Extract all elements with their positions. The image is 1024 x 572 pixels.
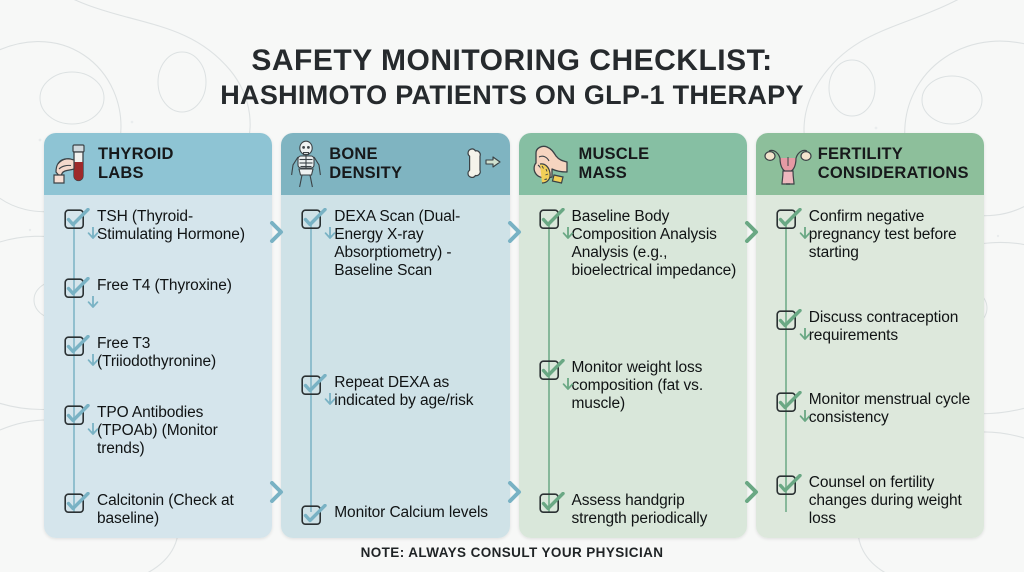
checklist-item-label: TPO Antibodies (TPOAb) (Monitor trends) xyxy=(97,404,218,458)
page-title: SAFETY MONITORING CHECKLIST: HASHIMOTO P… xyxy=(0,44,1024,113)
checkbox-checked-icon[interactable] xyxy=(64,207,99,239)
checklist-item-label: Monitor menstrual cycle consistency xyxy=(808,391,971,427)
column-link-chevron-icon xyxy=(744,221,760,243)
bone-with-arrow-icon xyxy=(460,142,502,186)
checklist-item[interactable]: Assess handgrip strength periodically xyxy=(527,491,739,528)
checklist-item[interactable]: TPO Antibodies (TPOAb) (Monitor trends) xyxy=(52,403,264,458)
checkbox-checked-icon[interactable] xyxy=(776,308,811,340)
checklist-item-label: Free T4 (Thyroxine) xyxy=(97,277,232,295)
checkbox-checked-icon[interactable] xyxy=(301,373,336,406)
checkbox-checked-icon[interactable] xyxy=(776,207,811,239)
title-line-1: SAFETY MONITORING CHECKLIST: xyxy=(251,44,773,77)
column-title-line-1: BONE xyxy=(329,145,378,164)
checklist-item[interactable]: TSH (Thyroid-Stimulating Hormone) xyxy=(52,207,264,244)
footer-note: NOTE: ALWAYS CONSULT YOUR PHYSICIAN xyxy=(360,545,664,560)
checkbox-checked-icon[interactable] xyxy=(64,277,99,309)
checkbox-checked-icon[interactable] xyxy=(64,334,99,366)
column-body-muscle-mass: Baseline Body Composition Analysis Analy… xyxy=(518,195,747,538)
column-link-chevron-icon xyxy=(744,481,760,503)
column-link-chevron-icon xyxy=(507,221,523,243)
checkbox-checked-icon[interactable] xyxy=(776,473,802,498)
checklist-item-label: Baseline Body Composition Analysis Analy… xyxy=(571,208,737,280)
checkbox-checked-icon[interactable] xyxy=(64,403,99,436)
checklist-item-label: Discuss contraception requirements xyxy=(808,308,959,344)
column-body-thyroid-labs: TSH (Thyroid-Stimulating Hormone) Free T… xyxy=(44,195,273,538)
flexed-bicep-measuring-tape-icon xyxy=(527,141,573,187)
flow-connector-line xyxy=(784,225,787,512)
checklist-item[interactable]: DEXA Scan (Dual-Energy X-ray Absorptiome… xyxy=(289,207,501,281)
column-body-bone-density: DEXA Scan (Dual-Energy X-ray Absorptiome… xyxy=(281,195,510,538)
column-title-line-2: MASS xyxy=(578,164,627,182)
checkbox-checked-icon[interactable] xyxy=(538,207,573,239)
checklist-item-label: Monitor weight loss composition (fat vs.… xyxy=(571,358,704,413)
checkbox-checked-icon[interactable] xyxy=(538,491,565,516)
column-title-line-1: THYROID xyxy=(98,145,174,164)
checklist-item-label: TSH (Thyroid-Stimulating Hormone) xyxy=(97,208,245,244)
column-title-line-1: MUSCLE xyxy=(578,145,650,164)
skeleton-icon xyxy=(289,140,323,188)
checklist-item[interactable]: Discuss contraception requirements xyxy=(764,308,976,345)
checklist-item-label: Repeat DEXA as indicated by age/risk xyxy=(334,374,474,410)
checklist-item-label: Free T3 (Triiodothyronine) xyxy=(97,334,217,370)
checklist-item-label: Confirm negative pregnancy test before s… xyxy=(808,208,957,262)
checkbox-checked-icon[interactable] xyxy=(776,390,811,423)
checklist-item[interactable]: Free T3 (Triiodothyronine) xyxy=(52,334,264,371)
column-link-chevron-icon xyxy=(269,221,285,243)
checklist-item-label: Counsel on fertility changes during weig… xyxy=(808,473,962,527)
checklist-item[interactable]: Repeat DEXA as indicated by age/risk xyxy=(289,373,501,410)
checkbox-checked-icon[interactable] xyxy=(64,491,90,516)
column-title-line-2: LABS xyxy=(98,164,144,182)
uterus-icon xyxy=(764,142,812,186)
checkbox-checked-icon[interactable] xyxy=(301,503,327,528)
column-link-chevron-icon xyxy=(269,481,285,503)
checklist-item-label: Assess handgrip strength periodically xyxy=(571,491,708,527)
checklist-item[interactable]: Baseline Body Composition Analysis Analy… xyxy=(527,207,739,281)
checkbox-checked-icon[interactable] xyxy=(301,207,336,239)
checklist-item-label: DEXA Scan (Dual-Energy X-ray Absorptiome… xyxy=(334,208,461,280)
checkbox-checked-icon[interactable] xyxy=(538,358,573,390)
column-title-line-1: FERTILITY xyxy=(817,145,903,164)
checklist-item-label: Monitor Calcium levels xyxy=(334,504,488,521)
column-link-chevron-icon xyxy=(507,481,523,503)
checklist-item[interactable]: Free T4 (Thyroxine) xyxy=(52,276,264,309)
checklist-item[interactable]: Monitor weight loss composition (fat vs.… xyxy=(527,358,739,413)
checklist-item[interactable]: Counsel on fertility changes during weig… xyxy=(764,473,976,528)
checklist-item[interactable]: Monitor menstrual cycle consistency xyxy=(764,390,976,427)
checklist-item[interactable]: Confirm negative pregnancy test before s… xyxy=(764,207,976,262)
checklist-item-label: Calcitonin (Check at baseline) xyxy=(97,491,234,527)
column-body-fertility-considerations: Confirm negative pregnancy test before s… xyxy=(755,195,984,538)
column-title-line-2: CONSIDERATIONS xyxy=(817,164,969,182)
column-title-line-2: DENSITY xyxy=(329,164,403,182)
checklist-item[interactable]: Monitor Calcium levels xyxy=(289,503,501,528)
hand-holding-blood-test-tube-icon xyxy=(52,142,92,186)
checklist-item[interactable]: Calcitonin (Check at baseline) xyxy=(52,491,264,528)
title-line-2: HASHIMOTO PATIENTS ON GLP-1 THERAPY xyxy=(220,79,804,110)
